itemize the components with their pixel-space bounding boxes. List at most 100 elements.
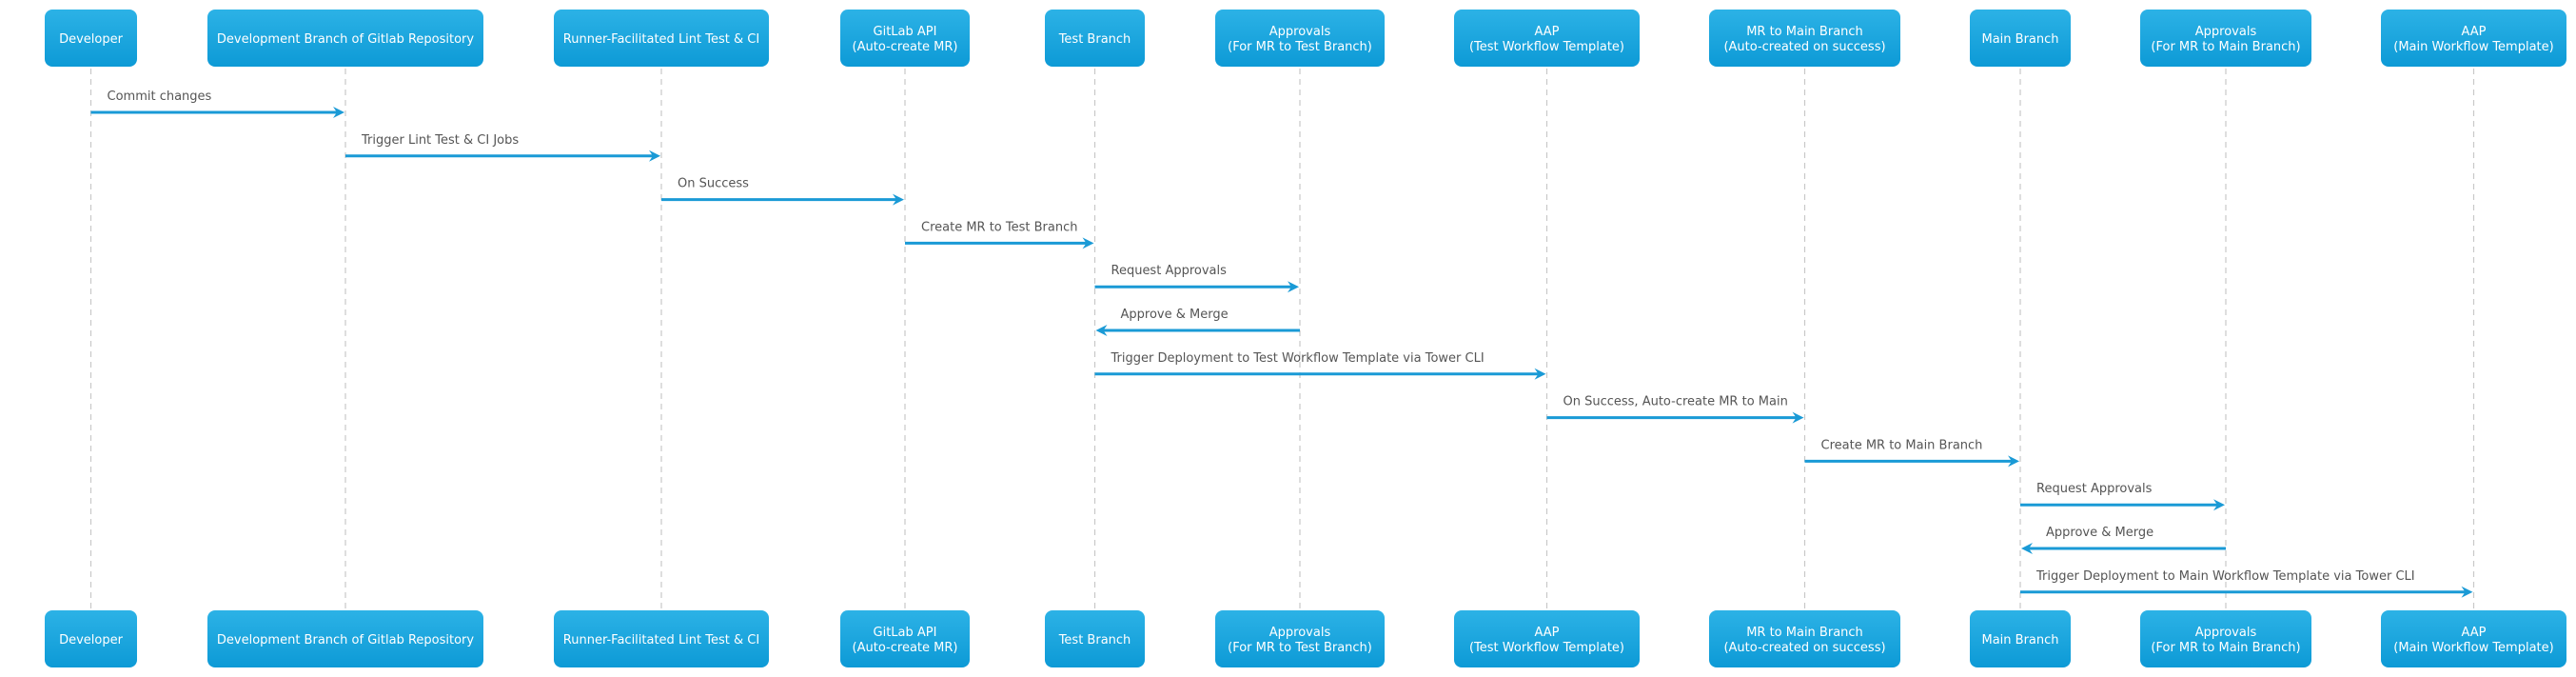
participant-box bbox=[2381, 10, 2566, 67]
participant-aap-test-bottom: AAP(Test Workflow Template) bbox=[1454, 610, 1640, 667]
message-label: Create MR to Main Branch bbox=[1821, 438, 1983, 452]
message-label: Create MR to Test Branch bbox=[921, 220, 1077, 234]
participant-label: Approvals bbox=[2195, 25, 2257, 39]
message-7: Trigger Deployment to Test Workflow Temp… bbox=[1094, 351, 1546, 380]
arrowhead-icon bbox=[1792, 411, 1804, 424]
message-label: On Success bbox=[678, 177, 749, 191]
participant-label: MR to Main Branch bbox=[1746, 626, 1863, 640]
participant-label: AAP bbox=[1535, 626, 1560, 640]
arrowhead-icon bbox=[2213, 499, 2225, 511]
participant-box bbox=[554, 610, 769, 667]
participant-label: (Main Workflow Template) bbox=[2393, 641, 2553, 655]
participant-box bbox=[2140, 10, 2311, 67]
participant-label: (For MR to Test Branch) bbox=[1228, 641, 1372, 655]
message-label: Approve & Merge bbox=[1121, 308, 1229, 322]
participant-label: (Test Workflow Template) bbox=[1469, 40, 1624, 54]
participant-main-branch-top: Main Branch bbox=[1970, 10, 2071, 67]
participant-box bbox=[1709, 10, 1900, 67]
participants-bottom: Developer Development Branch of Gitlab Re… bbox=[45, 610, 2566, 667]
participant-label: Approvals bbox=[1269, 626, 1331, 640]
participant-box bbox=[840, 10, 970, 67]
arrowhead-icon bbox=[1095, 325, 1108, 336]
arrowhead-icon bbox=[649, 149, 660, 162]
participant-box bbox=[554, 10, 769, 67]
participant-label: Main Branch bbox=[1981, 32, 2058, 47]
arrowhead-icon bbox=[1288, 281, 1299, 293]
participant-label: (For MR to Main Branch) bbox=[2151, 641, 2300, 655]
participant-approvals-test-bottom: Approvals(For MR to Test Branch) bbox=[1215, 610, 1385, 667]
participant-gitlab-api-top: GitLab API(Auto-create MR) bbox=[840, 10, 970, 67]
message-2: Trigger Lint Test & CI Jobs bbox=[345, 133, 660, 162]
participant-box bbox=[1215, 610, 1385, 667]
message-3: On Success bbox=[661, 177, 904, 206]
participant-mr-main-bottom: MR to Main Branch(Auto-created on succes… bbox=[1709, 610, 1900, 667]
participant-box bbox=[1454, 610, 1640, 667]
participant-box bbox=[2381, 610, 2566, 667]
participant-label: Main Branch bbox=[1981, 633, 2058, 647]
participant-label: Developer bbox=[59, 32, 124, 47]
message-6: Approve & Merge bbox=[1095, 308, 1300, 336]
participant-box bbox=[2140, 610, 2311, 667]
participant-label: Test Branch bbox=[1058, 633, 1131, 647]
participant-label: Approvals bbox=[2195, 626, 2257, 640]
participant-runner-bottom: Runner-Facilitated Lint Test & CI bbox=[554, 610, 769, 667]
participant-label: AAP bbox=[1535, 25, 1560, 39]
participant-label: MR to Main Branch bbox=[1746, 25, 1863, 39]
message-12: Trigger Deployment to Main Workflow Temp… bbox=[2020, 569, 2473, 598]
participant-box bbox=[207, 10, 483, 67]
message-label: Approve & Merge bbox=[2046, 526, 2153, 540]
participants-top: Developer Development Branch of Gitlab Re… bbox=[45, 10, 2566, 67]
participant-box bbox=[1215, 10, 1385, 67]
message-11: Approve & Merge bbox=[2021, 526, 2226, 554]
participant-approvals-test-top: Approvals(For MR to Test Branch) bbox=[1215, 10, 1385, 67]
participant-label: (Auto-created on success) bbox=[1723, 40, 1885, 54]
participant-box bbox=[840, 610, 970, 667]
message-label: Trigger Deployment to Main Workflow Temp… bbox=[2035, 569, 2415, 584]
participant-label: (Test Workflow Template) bbox=[1469, 641, 1624, 655]
participant-label: (Auto-create MR) bbox=[853, 40, 958, 54]
message-5: Request Approvals bbox=[1094, 264, 1299, 293]
participant-aap-main-top: AAP(Main Workflow Template) bbox=[2381, 10, 2566, 67]
message-label: On Success, Auto-create MR to Main bbox=[1563, 395, 1788, 409]
participant-label: Approvals bbox=[1269, 25, 1331, 39]
participant-box bbox=[1045, 10, 1145, 67]
arrowhead-icon bbox=[2008, 455, 2019, 468]
participant-box bbox=[1970, 610, 2071, 667]
participant-mr-main-top: MR to Main Branch(Auto-created on succes… bbox=[1709, 10, 1900, 67]
arrowhead-icon bbox=[2021, 543, 2033, 554]
participant-label: AAP bbox=[2462, 25, 2487, 39]
message-1: Commit changes bbox=[90, 90, 344, 118]
participant-box bbox=[45, 10, 137, 67]
participant-gitlab-api-bottom: GitLab API(Auto-create MR) bbox=[840, 610, 970, 667]
participant-label: (Auto-created on success) bbox=[1723, 641, 1885, 655]
participant-label: Development Branch of Gitlab Repository bbox=[217, 633, 474, 647]
participant-approvals-main-top: Approvals(For MR to Main Branch) bbox=[2140, 10, 2311, 67]
message-4: Create MR to Test Branch bbox=[905, 220, 1094, 249]
participant-box bbox=[1045, 610, 1145, 667]
participant-aap-test-top: AAP(Test Workflow Template) bbox=[1454, 10, 1640, 67]
participant-dev-branch-top: Development Branch of Gitlab Repository bbox=[207, 10, 483, 67]
participant-developer-top: Developer bbox=[45, 10, 137, 67]
participant-label: (Auto-create MR) bbox=[853, 641, 958, 655]
participant-label: (Main Workflow Template) bbox=[2393, 40, 2553, 54]
participant-dev-branch-bottom: Development Branch of Gitlab Repository bbox=[207, 610, 483, 667]
message-8: On Success, Auto-create MR to Main bbox=[1546, 395, 1804, 424]
participant-main-branch-bottom: Main Branch bbox=[1970, 610, 2071, 667]
arrowhead-icon bbox=[1534, 368, 1546, 380]
participant-label: GitLab API bbox=[874, 25, 937, 39]
message-label: Trigger Lint Test & CI Jobs bbox=[361, 133, 519, 148]
arrowhead-icon bbox=[893, 193, 904, 206]
participant-label: Runner-Facilitated Lint Test & CI bbox=[563, 633, 759, 647]
message-label: Commit changes bbox=[108, 90, 212, 104]
participant-developer-bottom: Developer bbox=[45, 610, 137, 667]
participant-box bbox=[45, 610, 137, 667]
participant-test-branch-bottom: Test Branch bbox=[1045, 610, 1145, 667]
participant-box bbox=[207, 610, 483, 667]
participant-label: (For MR to Test Branch) bbox=[1228, 40, 1372, 54]
participant-box bbox=[1454, 10, 1640, 67]
participant-aap-main-bottom: AAP(Main Workflow Template) bbox=[2381, 610, 2566, 667]
participant-runner-top: Runner-Facilitated Lint Test & CI bbox=[554, 10, 769, 67]
message-9: Create MR to Main Branch bbox=[1804, 438, 2019, 468]
message-10: Request Approvals bbox=[2020, 482, 2225, 511]
